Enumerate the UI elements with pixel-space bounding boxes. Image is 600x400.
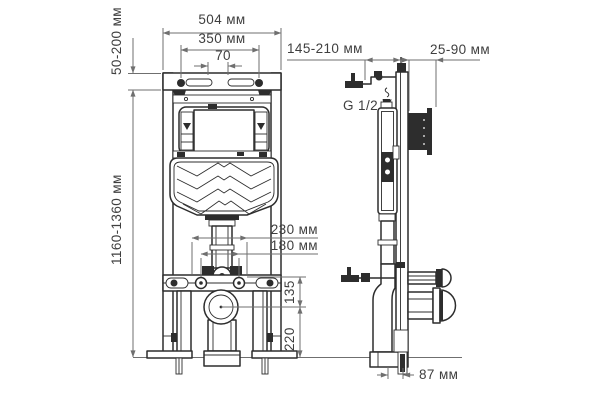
top-crossbar [162, 72, 282, 104]
water-line [176, 162, 272, 177]
wc-mounting-stud [407, 268, 452, 288]
label-inner-stud-spacing: 180 мм [271, 238, 318, 253]
label-mount-spacing: 350 мм [198, 31, 245, 46]
label-overall-width: 504 мм [198, 12, 245, 27]
legs-and-feet [146, 290, 298, 375]
outlet-socket [203, 350, 241, 367]
right-arrow-mark [257, 123, 265, 130]
panel-top-tab [208, 104, 217, 109]
dimension-lines [128, 28, 480, 379]
water-line [182, 200, 267, 215]
label-outlet-height: 220 [282, 327, 297, 351]
label-outer-stud-spacing: 230 мм [271, 222, 318, 237]
water-supply-valve [345, 71, 396, 88]
waste-outlet [203, 289, 241, 367]
side-view [341, 57, 457, 375]
flush-valve-mechanism [381, 152, 394, 182]
front-view [146, 72, 298, 375]
label-outlet-offset: 87 мм [419, 367, 458, 382]
side-rail [395, 57, 409, 353]
mounting-crossbar [162, 274, 282, 292]
dimension-labels: 504 мм 350 мм 70 50-200 мм 1160-1360 мм … [109, 7, 490, 382]
water-line [176, 175, 272, 190]
label-frame-depth-range: 145-210 мм [287, 41, 363, 56]
flush-panel-frame [172, 104, 272, 159]
label-water-thread: G 1/2 [343, 98, 378, 113]
outlet-connector [407, 287, 457, 324]
cistern-tank [169, 157, 279, 227]
left-arrow-mark [183, 123, 191, 130]
label-top-adjust-range: 50-200 мм [109, 7, 124, 75]
foot-plate-right [251, 350, 298, 359]
wall-bracket [408, 108, 432, 155]
label-bracket-depth-range: 25-90 мм [430, 42, 490, 57]
foot-plate-left [146, 350, 193, 359]
label-height-range: 1160-1360 мм [109, 174, 124, 265]
cistern-side-profile [377, 99, 400, 215]
label-slot-gap: 70 [215, 48, 231, 63]
access-window [193, 109, 255, 153]
label-stud-to-outlet: 135 [282, 280, 297, 304]
water-line [176, 188, 272, 203]
lower-anchor-bolt [341, 267, 396, 282]
